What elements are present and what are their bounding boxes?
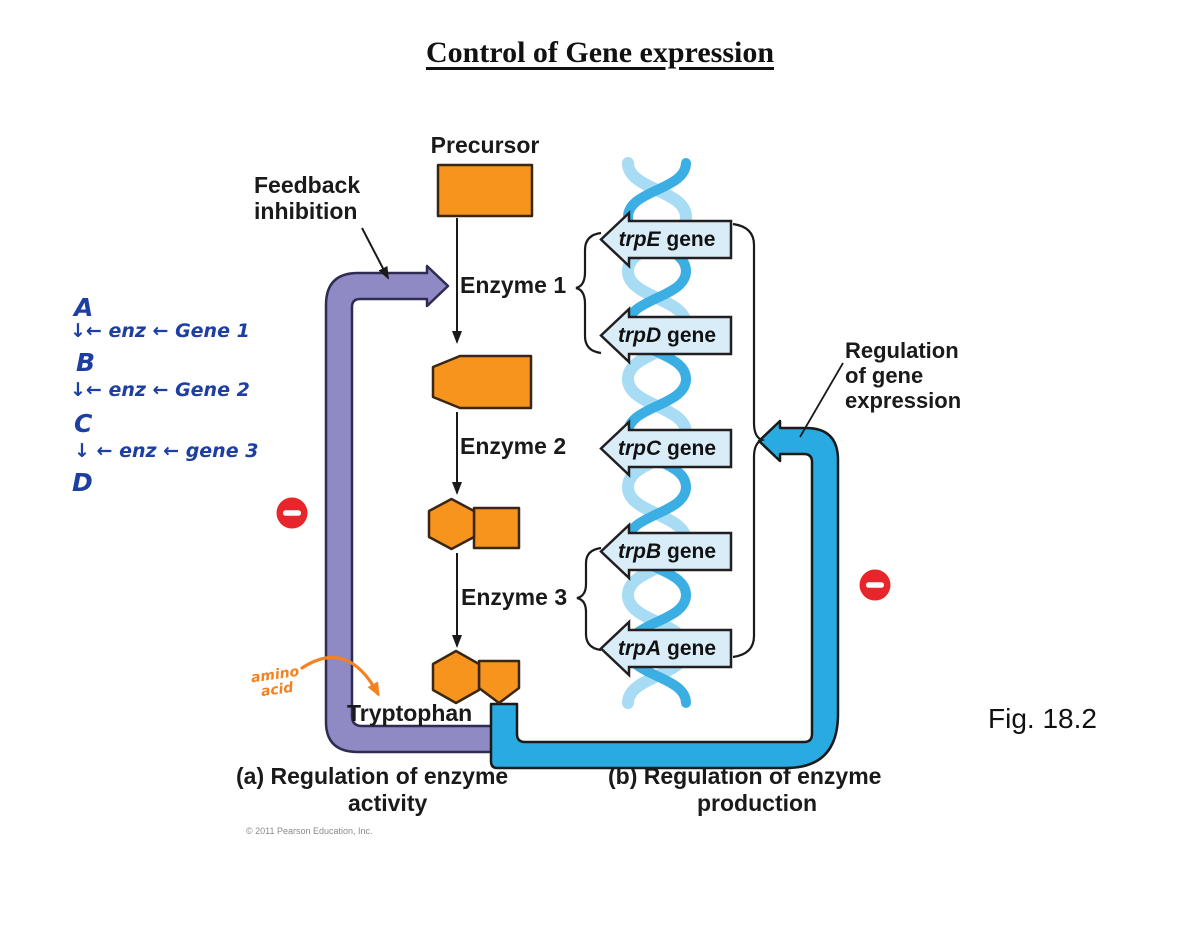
caption-b-line1: (b) Regulation of enzyme bbox=[608, 763, 882, 789]
handwriting-letter-d: D bbox=[72, 468, 93, 497]
handwriting-chain-3: ↓ ← enz ← gene 3 bbox=[74, 440, 259, 462]
caption-a-line2: activity bbox=[348, 790, 428, 816]
enzyme1-label: Enzyme 1 bbox=[460, 272, 567, 298]
intermediate2-square bbox=[472, 506, 521, 550]
trpA-gene-label: trpA gene bbox=[604, 635, 730, 663]
trpC-gene-label: trpC gene bbox=[604, 435, 730, 463]
trpD-gene-arrow bbox=[599, 306, 733, 365]
enzyme3-label: Enzyme 3 bbox=[461, 584, 568, 610]
enzyme3-brace bbox=[576, 546, 602, 652]
trpD-gene-label: trpD gene bbox=[604, 322, 730, 350]
gene-arrows bbox=[599, 210, 733, 678]
handwriting-letter-b: B bbox=[76, 348, 96, 377]
feedback-inhibition-label: Feedback inhibition bbox=[254, 172, 361, 224]
trpC-gene-arrow bbox=[599, 419, 733, 478]
tryptophan-hexagon bbox=[431, 649, 481, 705]
gene-suffix: gene bbox=[661, 324, 717, 347]
handwriting-chain-1: ↓← enz ← Gene 1 bbox=[70, 320, 250, 342]
trpB-gene-label: trpB gene bbox=[604, 538, 730, 566]
gene-name: trpB bbox=[617, 540, 662, 563]
gene-name: trpE bbox=[618, 228, 661, 251]
handwriting-chain-2: ↓← enz ← Gene 2 bbox=[70, 379, 250, 401]
amino-acid-pointer-arrow bbox=[300, 655, 380, 697]
minus-icon-left bbox=[276, 497, 308, 529]
gene-suffix: gene bbox=[661, 637, 717, 660]
gene-name: trpA bbox=[617, 637, 662, 660]
minus-icon-right bbox=[859, 569, 891, 601]
trpE-gene-label: trpE gene bbox=[604, 226, 730, 254]
tryptophan-label: Tryptophan bbox=[347, 700, 473, 726]
intermediate2-shape bbox=[427, 497, 521, 551]
gene-name: trpC bbox=[617, 437, 662, 460]
gene-suffix: gene bbox=[661, 540, 717, 563]
minus-bar bbox=[866, 582, 884, 588]
minus-bar bbox=[283, 510, 301, 516]
feedback-pointer-arrow bbox=[361, 227, 389, 280]
regulation-label: Regulation of gene expression bbox=[845, 338, 962, 413]
regulation-pointer-line bbox=[799, 362, 844, 438]
trpE-gene-arrow bbox=[599, 210, 733, 269]
genes-bracket bbox=[732, 222, 766, 659]
handwriting-letter-c: C bbox=[74, 409, 93, 438]
intermediate2-hexagon bbox=[427, 497, 476, 551]
caption-b-line2: production bbox=[697, 790, 818, 816]
copyright-note: © 2011 Pearson Education, Inc. bbox=[246, 826, 373, 836]
pathway-molecules bbox=[427, 163, 534, 705]
page-title: Control of Gene expression bbox=[425, 36, 775, 69]
tryptophan-pentagon bbox=[477, 659, 521, 705]
trpA-gene-arrow bbox=[599, 619, 733, 678]
handwriting-letter-a: A bbox=[74, 293, 94, 322]
trpB-gene-arrow bbox=[599, 522, 733, 581]
gene-name: trpD bbox=[617, 324, 662, 347]
intermediate1-shape bbox=[431, 354, 533, 410]
precursor-shape bbox=[436, 163, 534, 218]
gene-suffix: gene bbox=[661, 437, 717, 460]
enzyme1-brace bbox=[575, 231, 602, 355]
tryptophan-shape bbox=[431, 649, 521, 705]
caption-a-line1: (a) Regulation of enzyme bbox=[236, 763, 509, 789]
figure-number-label: Fig. 18.2 bbox=[988, 703, 1097, 734]
enzyme2-label: Enzyme 2 bbox=[460, 433, 567, 459]
precursor-label: Precursor bbox=[430, 132, 540, 158]
regulation-arrow bbox=[489, 419, 840, 770]
gene-suffix: gene bbox=[660, 228, 716, 251]
